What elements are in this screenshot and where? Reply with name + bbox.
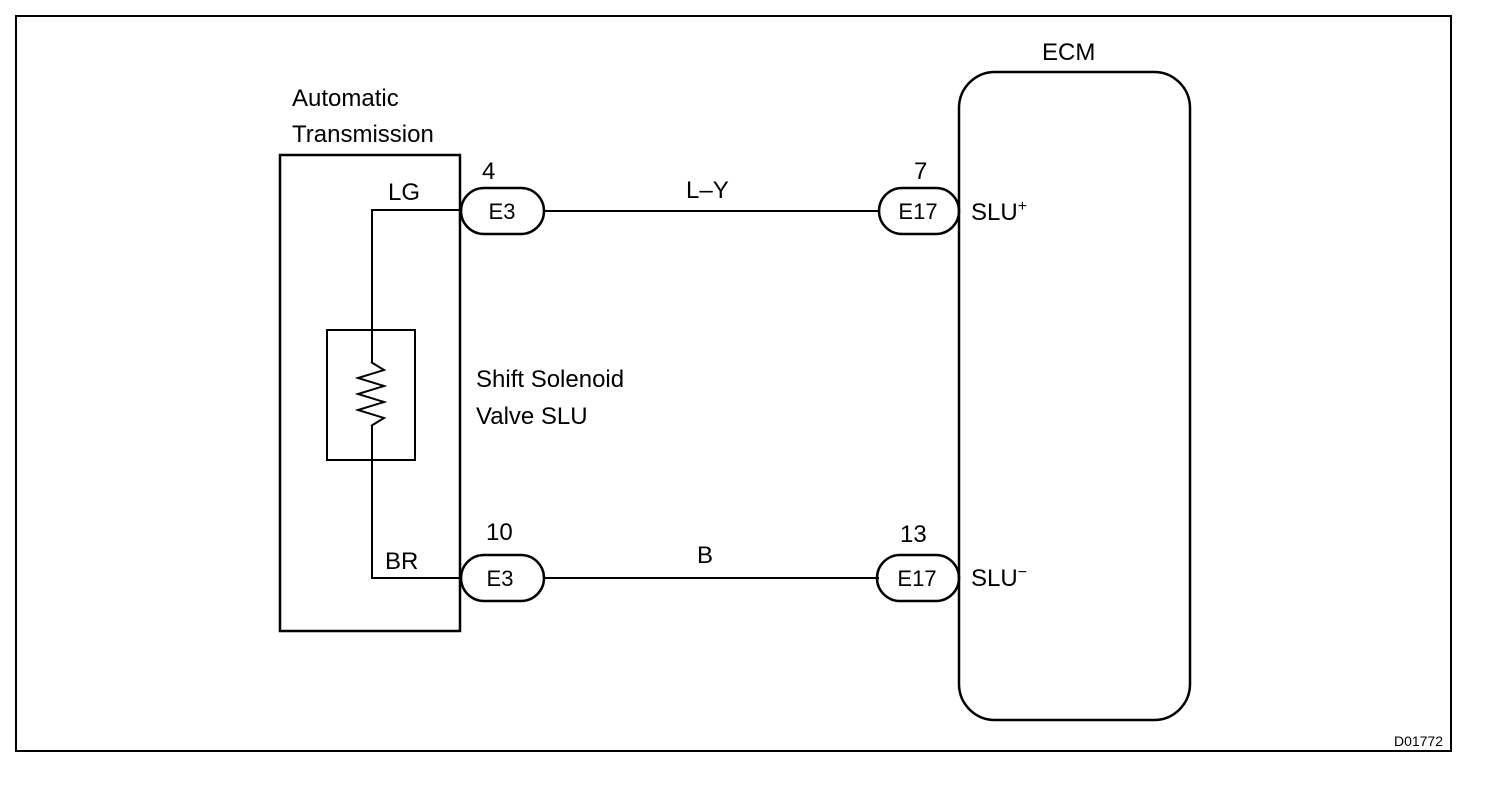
connector-e17-bottom-pin: 13: [900, 521, 927, 548]
solenoid-coil-zigzag: [354, 361, 388, 427]
connector-e17-bottom-label: E17: [897, 566, 936, 591]
wire-b-label: B: [697, 542, 713, 569]
connector-e3-bottom-pin: 10: [486, 519, 513, 546]
wire-lg-internal: [371, 209, 462, 362]
connector-e3-top-label: E3: [489, 199, 516, 224]
transmission-box: [278, 153, 462, 633]
connector-e3-top-pin: 4: [482, 158, 495, 185]
transmission-title-line2: Transmission: [292, 121, 434, 148]
wire-lg-label: LG: [388, 179, 420, 206]
connector-e3-bottom-label: E3: [487, 566, 514, 591]
wire-br-internal: [371, 426, 462, 579]
ecm-title: ECM: [1042, 39, 1095, 66]
wire-l-y-label: L–Y: [686, 177, 729, 204]
ecm-terminal-slu-minus: SLU−: [971, 564, 1027, 592]
figure-code: D01772: [1394, 733, 1443, 749]
transmission-title-line1: Automatic: [292, 85, 399, 112]
ecm-box: [957, 70, 1192, 722]
wire-br-label: BR: [385, 548, 418, 575]
connector-e17-top-label: E17: [898, 199, 937, 224]
connector-e3-top: [459, 186, 546, 236]
ecm-terminal-slu-plus: SLU+: [971, 198, 1027, 226]
connector-e17-top-pin: 7: [914, 158, 927, 185]
connector-e3-bottom: [459, 553, 546, 603]
diagram-frame: [15, 15, 1452, 752]
solenoid-label-line2: Valve SLU: [476, 403, 588, 430]
solenoid-label-line1: Shift Solenoid: [476, 366, 624, 393]
